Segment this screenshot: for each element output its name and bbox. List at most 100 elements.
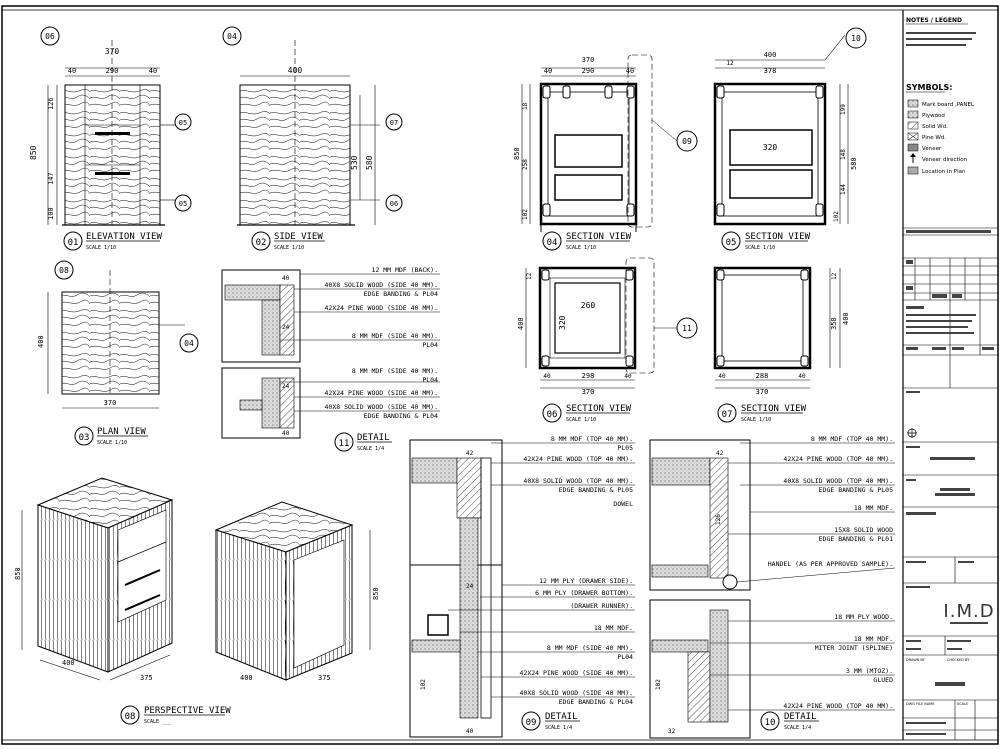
svg-text:400: 400 — [517, 317, 525, 330]
view-title-08: PERSPECTIVE VIEW — [144, 706, 231, 716]
svg-text:07: 07 — [722, 410, 733, 420]
svg-text:12: 12 — [726, 60, 734, 67]
note-10-13: 42X24 PINE WOOD (TOP 40 MM). — [783, 702, 893, 710]
note-10-9: 18 MM MDF. — [854, 635, 893, 643]
note-11-9: 40X8 SOLID WOOD (SIDE 40 MM). — [325, 403, 439, 411]
svg-text:03: 03 — [79, 433, 90, 443]
dim-top-01: 126 — [47, 97, 55, 110]
svg-text:02: 02 — [256, 238, 267, 248]
callout-05b: 05 — [179, 200, 187, 208]
side-view-02: 400 530 580 04 07 06 — [222, 26, 403, 226]
view-title-03: PLAN VIEW — [97, 427, 146, 437]
note-10-10: MITER JOINT (SPLINE) — [815, 644, 893, 652]
svg-text:400: 400 — [240, 674, 253, 682]
dim-width-01: 370 — [105, 47, 120, 56]
note-11-8: 42X24 PINE WOOD (SIDE 40 MM). — [325, 389, 439, 397]
note-10-12: GLUED — [873, 676, 893, 684]
note-10-6: EDGE BANDING & PL01 — [819, 535, 893, 543]
note-11-10: EDGE BANDING & PL04 — [364, 412, 438, 420]
symbols-title: SYMBOLS: — [906, 83, 952, 92]
svg-text:358: 358 — [830, 317, 838, 330]
svg-text:04: 04 — [547, 238, 558, 248]
legend-item-3: Pine Wd. — [922, 135, 946, 141]
note-09-5: DOWEL — [613, 500, 633, 508]
legend-item-2: Solid Wd. — [922, 124, 948, 130]
note-10-5: 15X8 SOLID WOOD — [834, 526, 893, 534]
svg-text:12: 12 — [526, 272, 533, 280]
note-09-4: EDGE BANDING & PL05 — [559, 486, 633, 494]
note-09-9: 18 MM MDF. — [594, 624, 633, 632]
svg-text:40: 40 — [282, 430, 290, 437]
company-logo: I.M.D — [943, 601, 994, 622]
detail-view-11: 40 24 24 40 12 MM MDF (BACK). 40X8 SOLID… — [221, 266, 440, 439]
callout-06b: 06 — [390, 200, 398, 208]
legend-item-5: Veneer direction — [922, 157, 968, 163]
plan-view-03: 370 400 08 04 — [37, 260, 199, 409]
svg-text:06: 06 — [547, 410, 558, 420]
view-title-02: SIDE VIEW — [274, 232, 323, 242]
svg-text:102: 102 — [655, 679, 662, 690]
svg-text:290: 290 — [582, 67, 595, 75]
svg-text:260: 260 — [581, 301, 596, 310]
svg-text:40: 40 — [544, 67, 552, 75]
view-label-07: 07 SECTION VIEW SCALE 1/10 — [717, 403, 807, 423]
note-11-2: EDGE BANDING & PL04 — [364, 290, 438, 298]
view-scale-02: SCALE 1/10 — [274, 245, 304, 251]
callout-08: 08 — [59, 266, 69, 275]
note-10-11: 3 MM (MTOZ). — [846, 667, 893, 675]
dim-mid-01: 147 — [47, 172, 55, 185]
detail-view-10: 42 126 32 102 8 MM MDF (TOP 40 MM). 42X2… — [649, 435, 896, 739]
note-09-3: 40X8 SOLID WOOD (TOP 40 MM). — [523, 477, 633, 485]
legend-panel: NOTES / LEGEND SYMBOLS: Mark board ,PANE… — [906, 17, 976, 175]
note-09-12: 42X24 PINE WOOD (SIDE 40 MM). — [520, 669, 634, 677]
callout-09: 09 — [682, 137, 692, 146]
svg-text:40: 40 — [282, 275, 290, 282]
svg-text:24: 24 — [282, 383, 290, 390]
svg-text:850: 850 — [513, 147, 521, 160]
callout-04: 04 — [227, 32, 237, 41]
dim-580-02: 580 — [365, 155, 374, 170]
sheet-frame — [1, 5, 999, 745]
view-label-09: 09 DETAIL SCALE 1/4 — [521, 711, 580, 731]
svg-text:24: 24 — [466, 583, 474, 590]
svg-text:01: 01 — [68, 238, 79, 248]
note-11-6: 8 MM MDF (SIDE 40 MM). — [352, 367, 438, 375]
svg-text:12: 12 — [831, 272, 838, 280]
note-09-6: 12 MM PLY (DRAWER SIDE). — [539, 577, 633, 585]
dim-left-01: 40 — [68, 67, 76, 75]
notes-title: NOTES / LEGEND — [906, 17, 962, 24]
svg-text:42: 42 — [466, 450, 474, 457]
title-block-fills — [906, 230, 994, 735]
callout-07: 07 — [390, 119, 398, 127]
view-scale-07: SCALE 1/10 — [741, 417, 771, 423]
section-view-04: 370 290 40 40 850 258 102 18 09 — [513, 54, 698, 232]
tb-scale-label: SCALE — [957, 702, 968, 706]
dim-depth-02: 400 — [288, 66, 303, 75]
tb-drawn-label: DRAWN BY — [906, 658, 926, 662]
svg-text:580: 580 — [850, 157, 858, 170]
title-block-text: I.M.D DWG FILE NAME SCALE DRAWN BY CHECK… — [906, 428, 994, 706]
svg-text:40: 40 — [718, 373, 726, 380]
svg-text:18: 18 — [522, 102, 529, 110]
detail-view-09: 42 24 40 102 8 MM MDF (TOP 40 MM). PL05 … — [409, 435, 635, 738]
svg-text:320: 320 — [763, 143, 778, 152]
svg-text:378: 378 — [764, 67, 777, 75]
note-11-3: 42X24 PINE WOOD (SIDE 40 MM). — [325, 304, 439, 312]
svg-text:144: 144 — [840, 184, 847, 195]
note-10-8: 18 MM PLY WOOD. — [834, 613, 893, 621]
view-scale-03: SCALE 1/10 — [97, 440, 127, 446]
elevation-view-01: 370 290 40 40 850 126 147 100 06 05 05 — [29, 26, 192, 226]
note-11-0: 12 MM MDF (BACK). — [371, 266, 438, 274]
view-scale-11: SCALE 1/4 — [357, 446, 384, 452]
section-view-07: 288 40 40 370 358 400 12 — [713, 266, 850, 396]
view-title-06: SECTION VIEW — [566, 404, 632, 414]
callout-11: 11 — [682, 324, 692, 333]
svg-text:102: 102 — [522, 209, 529, 220]
svg-text:32: 32 — [668, 728, 676, 735]
dim-530-02: 530 — [350, 155, 359, 170]
view-scale-04: SCALE 1/10 — [566, 245, 596, 251]
dim-depth-05: 400 — [764, 51, 777, 59]
note-10-3: EDGE BANDING & PL05 — [819, 486, 893, 494]
perspective-view-08: 850 850 400 375 400 375 — [14, 477, 380, 682]
svg-text:375: 375 — [140, 674, 153, 682]
